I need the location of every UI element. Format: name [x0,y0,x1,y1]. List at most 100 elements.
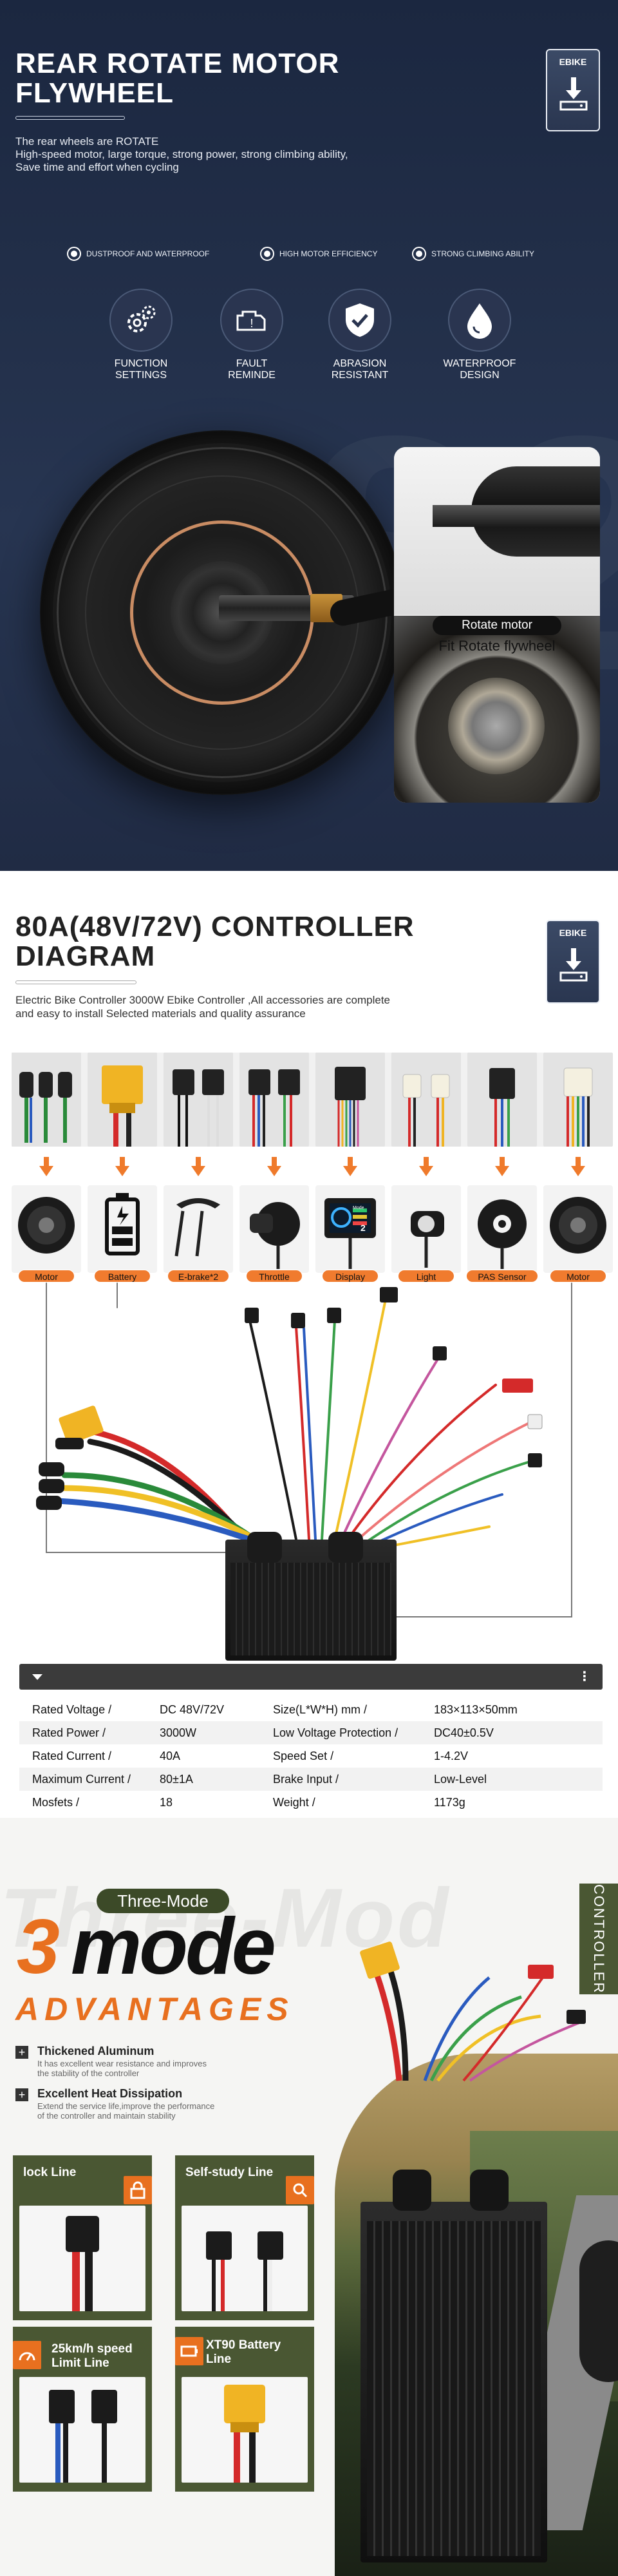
arrow-shaft [44,1157,49,1166]
component-motor-2 [543,1185,613,1273]
title-underline [15,980,136,984]
arrow-down-icon [191,1166,205,1176]
three-mode-pill: Three-Mode [97,1889,229,1913]
arrow-shaft [348,1157,353,1166]
mode-word: mode [71,1902,276,1991]
spec-label: Speed Set / [273,1750,334,1762]
controller-title-line1: 80A(48V/72V) CONTROLLER [15,911,415,942]
arrow-shaft [196,1157,201,1166]
plus-icon: + [15,2088,28,2101]
label-motor: Motor [18,1270,75,1283]
controller-wires [360,1942,586,2082]
spec-label: Mosfets / [32,1796,80,1809]
component-motor [12,1185,81,1273]
connector-display [315,1053,385,1147]
search-icon [286,2176,314,2204]
bullet-title-2: Excellent Heat Dissipation [37,2087,183,2100]
card-title: 25km/h speed Limit Line [52,2342,133,2370]
spec-value: DC 48V/72V [160,1703,225,1716]
lock-icon [124,2176,152,2204]
connector-row [12,1053,613,1147]
connector-throttle [239,1053,309,1147]
label-battery: Battery [94,1270,151,1283]
ebike-logo-text: EBIKE [559,928,587,938]
connector-battery-xt90 [88,1053,157,1147]
component-light [391,1185,461,1273]
more-vertical-icon[interactable]: ⋮ [578,1670,591,1684]
controller-box-image [225,1532,397,1661]
spec-value: 80±1A [160,1773,193,1786]
spec-value: 1-4.2V [434,1750,469,1762]
spec-label: Size(L*W*H) mm / [273,1703,368,1716]
label-throttle: Throttle [246,1270,303,1283]
feature-label: DUSTPROOF AND WATERPROOF [86,249,210,258]
label-light: Light [398,1270,454,1283]
radio-icon [260,247,274,261]
label-motor-2: Motor [550,1270,606,1283]
spec-row: Rated Voltage / DC 48V/72V Size(L*W*H) mm … [19,1698,603,1721]
flywheel-caption: Fit Rotate flywheel [438,638,556,654]
card-speed-limit-line: 25km/h speed Limit Line [13,2327,152,2492]
water-drop-icon [448,289,511,352]
connector-pas [467,1053,537,1147]
arrow-down-icon [115,1166,129,1176]
card-self-study-line: Self-study Line [175,2155,314,2320]
speed-icon [13,2341,41,2369]
spec-label: Maximum Current / [32,1773,131,1786]
bullet-desc-2: Extend the service life,improve the perf… [37,2101,215,2121]
spec-value: Low-Level [434,1773,487,1786]
display-number: 2 [360,1223,366,1233]
card-xt90-battery-line: XT90 Battery Line [175,2327,314,2492]
engine-warning-icon: ! [220,289,283,352]
connector-light [391,1053,461,1147]
card-lock-line: lock Line [13,2155,152,2320]
spec-label: Weight / [273,1796,315,1809]
component-battery [88,1185,157,1273]
controller-title-line2: DIAGRAM [15,940,156,972]
display-mode-text: Mode [353,1206,364,1210]
feature-climbing: STRONG CLIMBING ABILITY [412,247,534,261]
spec-value: DC40±0.5V [434,1726,494,1739]
spec-value: 1173g [434,1796,465,1809]
feature-dustproof: DUSTPROOF AND WATERPROOF [67,247,209,261]
download-icon [559,948,588,982]
chevron-down-icon[interactable] [32,1674,42,1680]
spec-value: 40A [160,1750,181,1762]
spec-value: 183×113×50mm [434,1703,518,1716]
arrow-shaft [500,1157,505,1166]
spec-label: Rated Voltage / [32,1703,112,1716]
spec-table-header: ⋮ [19,1664,603,1690]
spec-value: 18 [160,1796,173,1809]
arrow-down-icon [571,1166,585,1176]
component-display: 2 Mode [315,1185,385,1273]
label-ebrake: E-brake*2 [167,1270,229,1283]
component-throttle [239,1185,309,1273]
ebike-logo: EBIKE [546,920,600,1004]
hero-desc-1: The rear wheels are ROTATE [15,135,159,148]
component-pas-sensor [467,1185,537,1273]
arrow-down-icon [419,1166,433,1176]
bullet-title-1: Thickened Aluminum [37,2045,154,2057]
spec-label: Low Voltage Protection / [273,1726,398,1739]
arrow-shaft [120,1157,125,1166]
download-icon [559,77,588,111]
ebike-logo-text: EBIKE [559,57,587,67]
label-display: Display [322,1270,379,1283]
hero-desc-2: High-speed motor, large torque, strong p… [15,148,348,160]
title-underline [15,116,125,120]
feature-label: STRONG CLIMBING ABILITY [431,249,535,258]
spec-row: Mosfets / 18 Weight / 1173g [19,1791,603,1814]
controller-vertical-tag: CONTROLLER [579,1884,618,1994]
hero-title-line1: REAR ROTATE MOTOR [15,48,340,79]
arrow-down-icon [343,1166,357,1176]
big-numeral: 3 [17,1903,60,1990]
arrow-down-icon [495,1166,509,1176]
svg-text:!: ! [250,317,253,330]
plus-icon: + [15,2046,28,2059]
